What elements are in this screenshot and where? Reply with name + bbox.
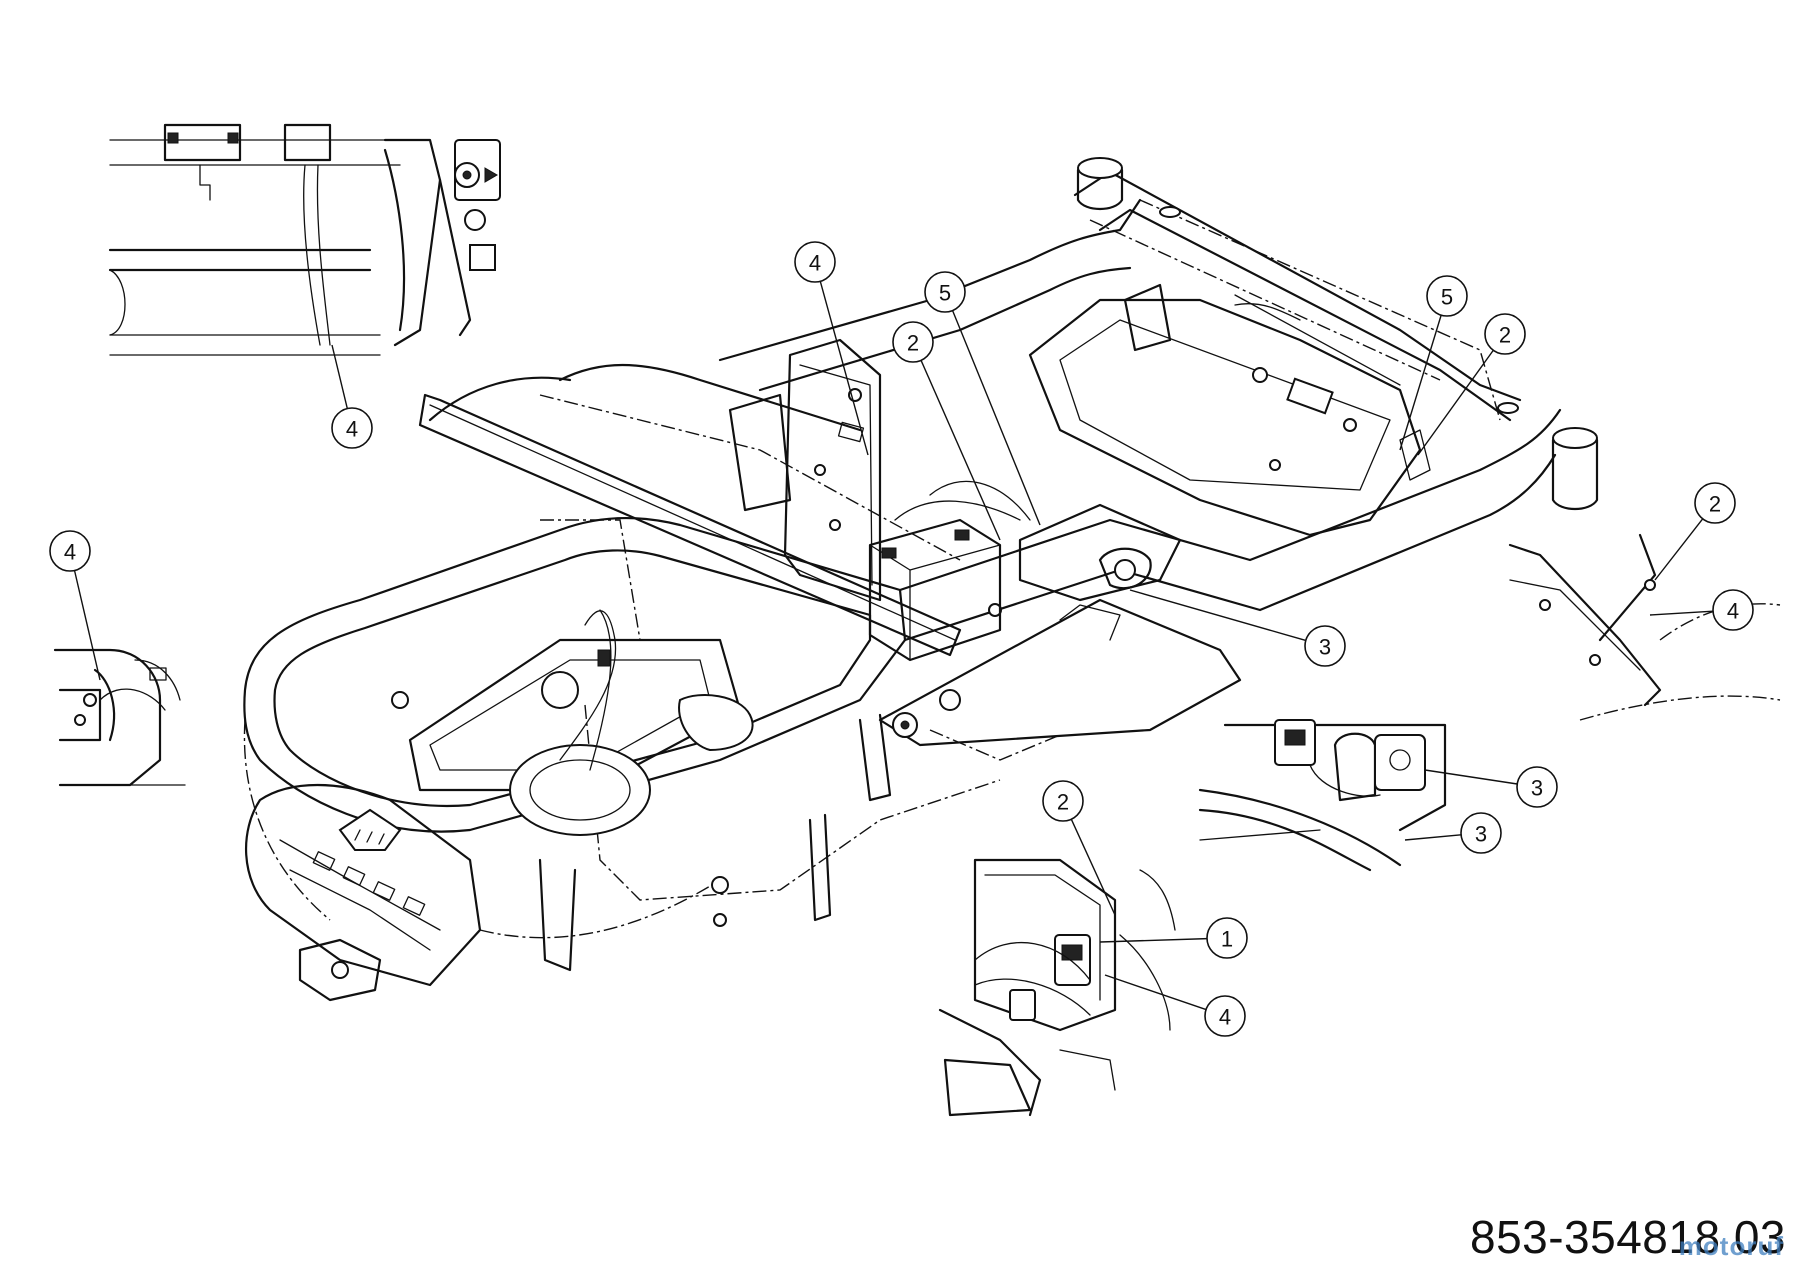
callout-4: 4 xyxy=(794,241,869,456)
callout-5: 5 xyxy=(924,271,1041,526)
callout-leader-line xyxy=(331,344,348,409)
callout-3: 3 xyxy=(1129,589,1346,667)
callout-circle xyxy=(1712,589,1754,631)
callout-4: 4 xyxy=(49,530,101,681)
callout-2: 2 xyxy=(1417,313,1526,456)
callout-number: 5 xyxy=(939,281,951,306)
callout-leader-line xyxy=(920,360,1001,541)
callout-leader-line xyxy=(1104,974,1207,1011)
callout-number: 4 xyxy=(346,417,358,442)
callout-number: 2 xyxy=(907,331,919,356)
callout-circle xyxy=(1206,917,1248,959)
callout-4: 4 xyxy=(331,344,373,449)
callout-leader-line xyxy=(1654,518,1704,581)
watermark: motoruf xyxy=(1678,1231,1784,1261)
callout-number: 2 xyxy=(1499,323,1511,348)
inset-right-lower xyxy=(1198,719,1447,872)
callout-number: 5 xyxy=(1441,285,1453,310)
tractor-frame xyxy=(243,157,1599,1002)
callout-circle xyxy=(1042,780,1084,822)
callout-circle xyxy=(1204,995,1246,1037)
callout-leader-line xyxy=(1399,314,1442,451)
callout-4: 4 xyxy=(1649,589,1754,631)
callout-number: 2 xyxy=(1709,492,1721,517)
callout-number: 1 xyxy=(1221,927,1233,952)
callout-number: 3 xyxy=(1319,635,1331,660)
callout-circle xyxy=(49,530,91,572)
callout-circle xyxy=(924,271,966,313)
callout-leader-line xyxy=(1649,610,1714,616)
callout-leader-line xyxy=(1417,349,1494,456)
callout-leader-line xyxy=(819,281,869,456)
callout-circle xyxy=(794,241,836,283)
callout-leader-line xyxy=(1099,937,1208,943)
callout-2: 2 xyxy=(1042,780,1116,916)
callout-circle xyxy=(1694,482,1736,524)
callout-4: 4 xyxy=(1104,974,1246,1037)
callout-leader-line xyxy=(1424,769,1518,785)
callout-circle xyxy=(1426,275,1468,317)
callout-number: 3 xyxy=(1475,822,1487,847)
callout-circle xyxy=(1484,313,1526,355)
callout-number: 3 xyxy=(1531,776,1543,801)
callout-1: 1 xyxy=(1099,917,1248,959)
callout-circle xyxy=(892,321,934,363)
callout-circle xyxy=(1460,812,1502,854)
callout-5: 5 xyxy=(1399,275,1468,451)
callout-number: 2 xyxy=(1057,790,1069,815)
callout-leader-line xyxy=(73,570,101,681)
inset-right xyxy=(1508,533,1781,721)
part-number: 853-354818 03 xyxy=(1469,1211,1786,1263)
inset-left xyxy=(53,648,186,787)
callout-circle xyxy=(1304,625,1346,667)
callout-3: 3 xyxy=(1424,766,1558,808)
inset-bottom xyxy=(938,858,1176,1117)
inset-top-left xyxy=(108,123,501,356)
callout-3: 3 xyxy=(1404,812,1502,854)
callout-number: 4 xyxy=(809,251,821,276)
callout-number: 4 xyxy=(1219,1005,1231,1030)
callout-leader-line xyxy=(1070,818,1116,916)
callout-leader-line xyxy=(1404,834,1462,841)
callout-circle xyxy=(1516,766,1558,808)
callout-leader-line xyxy=(951,310,1041,526)
callout-2: 2 xyxy=(892,321,1001,541)
callout-number: 4 xyxy=(64,540,76,565)
callout-circle xyxy=(331,407,373,449)
callout-leader-line xyxy=(1129,589,1306,642)
callout-2: 2 xyxy=(1654,482,1736,581)
callout-number: 4 xyxy=(1727,599,1739,624)
